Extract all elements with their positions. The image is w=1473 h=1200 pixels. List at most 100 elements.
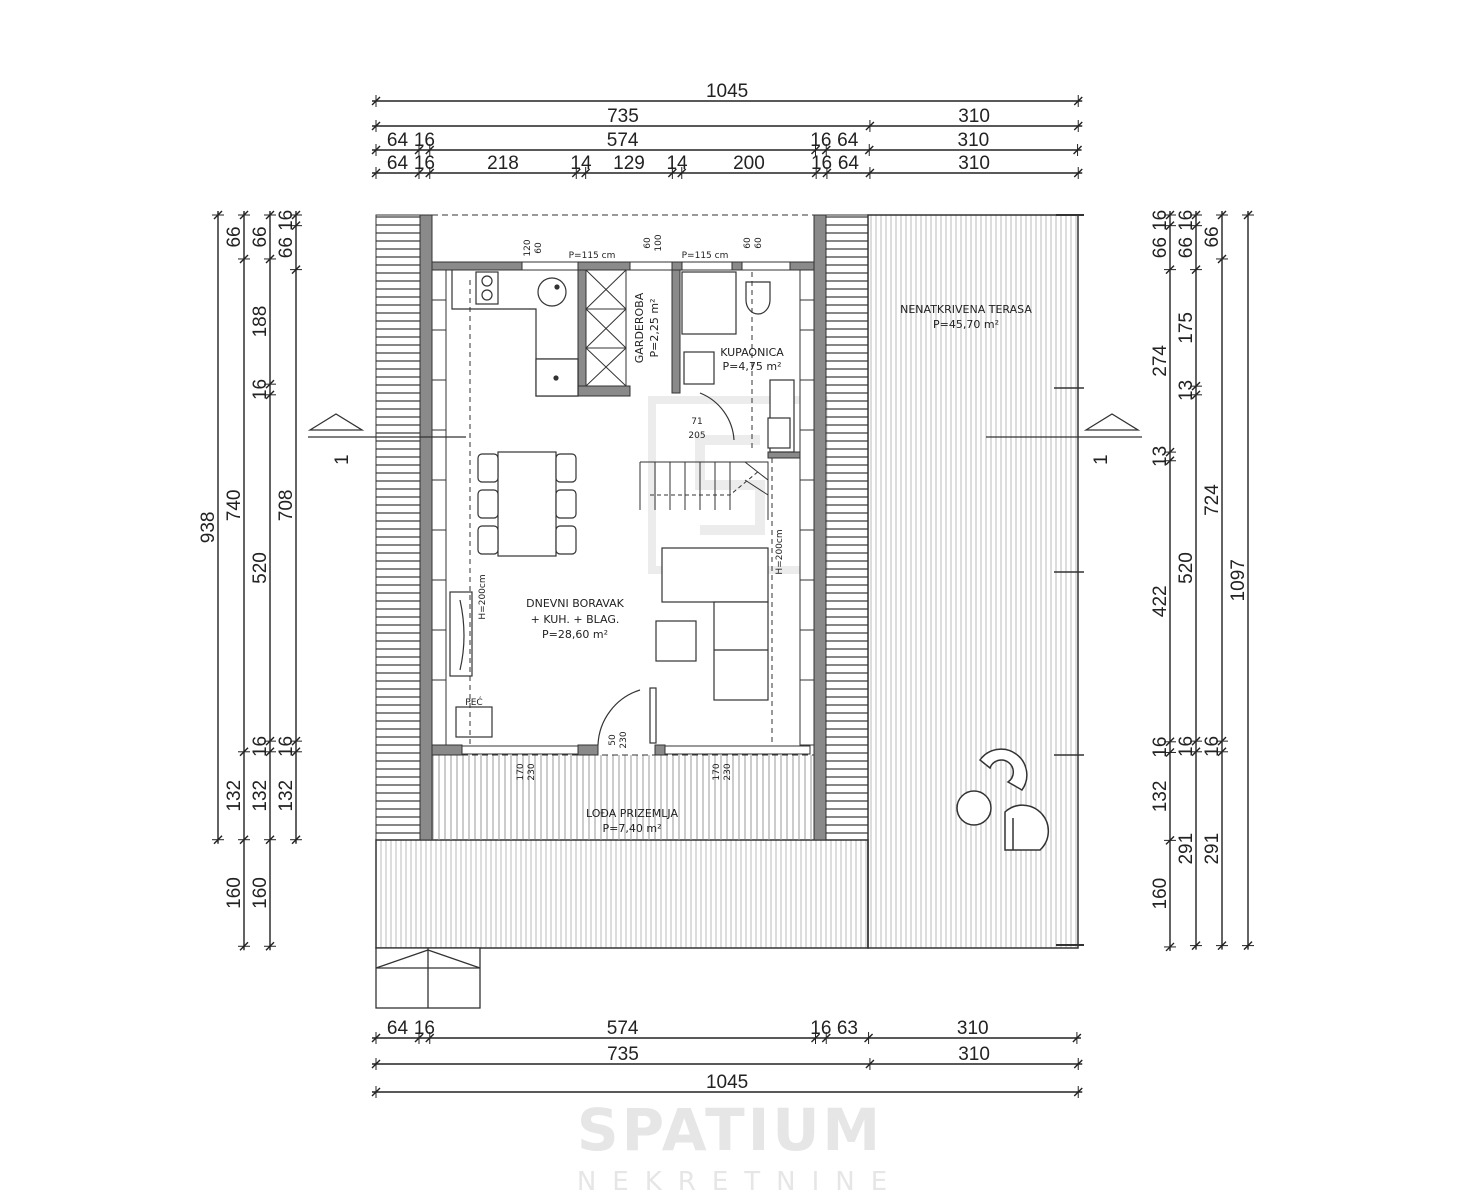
window-width-right: P=115 cm: [682, 251, 729, 261]
windows: [461, 261, 811, 755]
watermark-subtext: NEKRETNINE: [577, 1167, 903, 1197]
dimension-chain-right: 1097: [1228, 210, 1254, 951]
entry-stairs: [375, 947, 481, 1009]
window-2-sill: 60: [643, 237, 653, 249]
dimension-label: 66: [250, 226, 271, 247]
section-label-left: 1: [332, 454, 353, 465]
dimension-label: 520: [1176, 552, 1197, 584]
dimension-label: 1097: [1228, 559, 1249, 601]
dimension-label: 13: [1150, 446, 1171, 467]
dimension-label: 16: [1150, 737, 1171, 758]
section-marker-right: [986, 413, 1142, 438]
dimension-label: 291: [1176, 833, 1197, 865]
dimension-label: 16: [1202, 736, 1223, 757]
dimension-label: 200: [733, 153, 765, 174]
dimension-chain-right: 16 66 175 13 520 16 291: [1176, 210, 1202, 951]
loggia-window-2-height: 230: [723, 763, 733, 780]
window-1-sill: 120: [523, 239, 533, 256]
bathroom-fixtures: [681, 271, 795, 453]
window-1-height: 60: [534, 242, 544, 254]
kitchen-counter: [451, 270, 579, 397]
front-deck: [375, 839, 869, 949]
dimension-label: 16: [414, 153, 435, 174]
dimension-label: 64: [387, 130, 409, 151]
dimension-label: 132: [224, 780, 245, 812]
dimension-label: 160: [224, 877, 245, 909]
window-width-left: P=115 cm: [569, 251, 616, 261]
dimension-label: 160: [250, 877, 271, 909]
dimension-label: 64: [838, 153, 860, 174]
dimension-label: 64: [387, 153, 409, 174]
terrace-railing-posts: [1054, 387, 1084, 756]
dimension-label: 66: [1176, 237, 1197, 258]
bathroom-name: KUPAONICA: [720, 346, 784, 359]
loggia-area: P=7,40 m²: [603, 822, 662, 835]
dimension-label: 64: [387, 1018, 409, 1039]
dimension-label: 310: [958, 130, 990, 151]
dimension-label: 16: [1150, 210, 1171, 231]
dimension-label: 14: [666, 153, 688, 174]
living-room-sub: + KUH. + BLAG.: [531, 613, 620, 626]
dimension-label: 16: [810, 1018, 831, 1039]
dimension-label: 16: [250, 736, 271, 757]
dimension-label: 175: [1176, 312, 1197, 344]
door-height: 205: [688, 431, 705, 441]
dimension-label: 218: [487, 153, 519, 174]
wardrobe-area: P=2,25 m²: [648, 299, 661, 358]
sofa: [449, 547, 769, 746]
living-room-area: P=28,60 m²: [542, 628, 608, 641]
dimension-label: 132: [1150, 781, 1171, 813]
dimension-label: 16: [414, 1018, 435, 1039]
dimension-label: 129: [613, 153, 645, 174]
dimension-label: 66: [276, 237, 297, 258]
dimension-label: 66: [224, 226, 245, 247]
dimension-label: 735: [607, 1044, 639, 1065]
terrace-furniture: [956, 748, 1050, 851]
stove-label: PEĆ: [465, 696, 482, 708]
dimension-label: 16: [250, 379, 271, 400]
dimension-label: 574: [607, 1018, 639, 1039]
dimension-label: 14: [570, 153, 592, 174]
dimension-label: 132: [250, 780, 271, 812]
height-note-right: H=200cm: [775, 529, 785, 574]
dimension-chain-bottom: 1045: [371, 1072, 1083, 1098]
dimension-label: 291: [1202, 833, 1223, 865]
dimension-label: 520: [250, 552, 271, 584]
roof-right: [825, 214, 869, 841]
terrace-area: P=45,70 m²: [933, 318, 999, 331]
section-label-right: 1: [1091, 454, 1112, 465]
dimension-label: 16: [811, 153, 832, 174]
dimension-label: 16: [276, 736, 297, 757]
window-3-sill: 60: [743, 237, 753, 249]
roof-windows: [431, 269, 815, 746]
dimension-label: 16: [1176, 736, 1197, 757]
door-width: 71: [691, 417, 702, 427]
dimension-label: 66: [1150, 237, 1171, 258]
dimension-label: 64: [837, 130, 859, 151]
dimension-chain-right: 66 724 16 291: [1202, 210, 1228, 951]
dimension-label: 724: [1202, 484, 1223, 516]
loggia-window-1-sill: 170: [516, 763, 526, 780]
dimension-label: 16: [1176, 210, 1197, 231]
terrace-name: NENATKRIVENA TERASA: [900, 303, 1032, 316]
roof-left: [375, 214, 421, 841]
dimension-label: 13: [1176, 380, 1197, 401]
dimension-label: 1045: [706, 81, 748, 102]
dimension-chain-top: 1045: [371, 81, 1083, 107]
interior-stairs: [639, 461, 769, 520]
dimension-label: 574: [607, 130, 639, 151]
dimension-label: 16: [414, 130, 435, 151]
loggia-window-2-sill: 170: [712, 763, 722, 780]
dimension-label: 16: [810, 130, 831, 151]
dimension-label: 66: [1202, 226, 1223, 247]
dimension-label: 310: [957, 1018, 989, 1039]
bathroom-area: P=4,75 m²: [723, 360, 782, 373]
